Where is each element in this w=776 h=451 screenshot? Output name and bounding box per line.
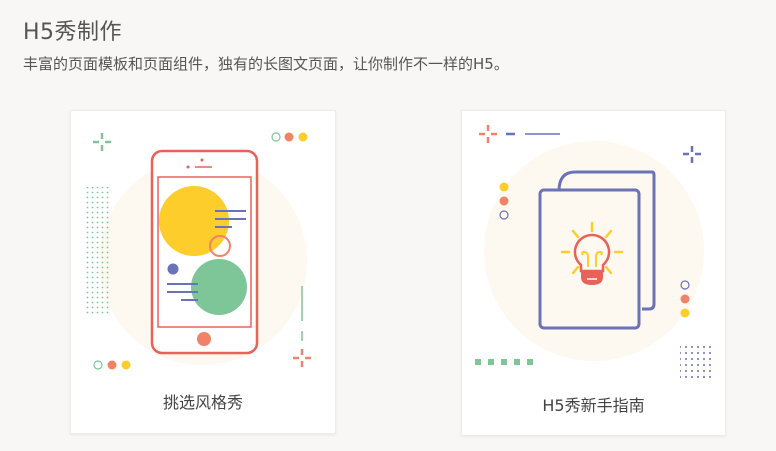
beginner-guide-label: H5秀新手指南 — [542, 396, 645, 415]
page-title: H5秀制作 — [23, 20, 123, 45]
book-lightbulb-illustration-icon — [475, 125, 713, 380]
beginner-guide-card[interactable]: H5秀新手指南 — [461, 110, 726, 436]
choose-style-label: 挑选风格秀 — [162, 393, 243, 412]
page-subtitle: 丰富的页面模板和页面组件，独有的长图文页面，让你制作不一样的H5。 — [23, 55, 509, 73]
choose-style-card[interactable]: 挑选风格秀 — [70, 110, 336, 434]
phone-illustration-icon — [85, 132, 311, 370]
sparkle-icon — [93, 133, 111, 151]
